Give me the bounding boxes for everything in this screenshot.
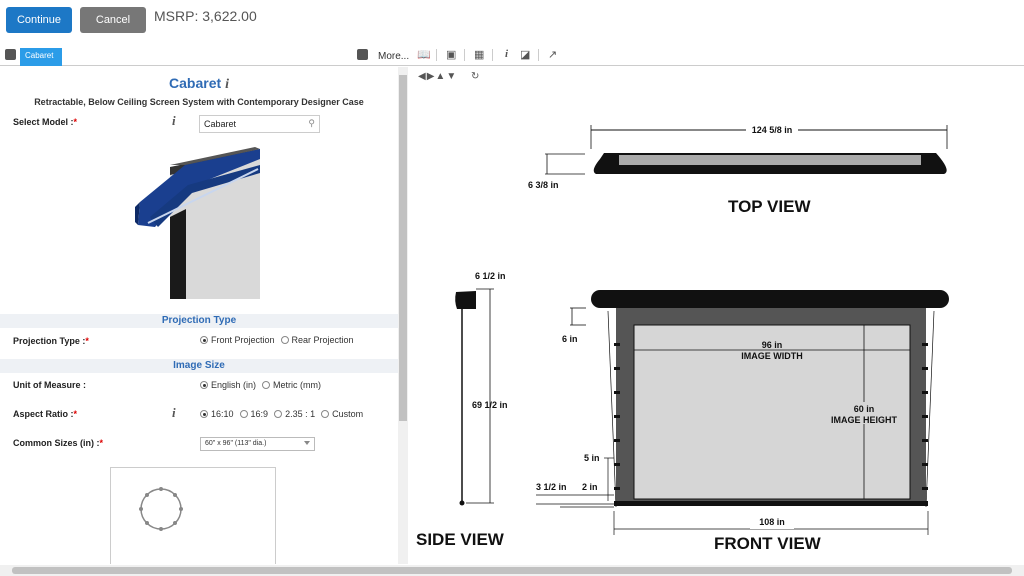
top-bar: Continue Cancel MSRP: 3,622.00: [0, 0, 1024, 44]
cancel-button[interactable]: Cancel: [80, 7, 146, 33]
top-view-label: TOP VIEW: [728, 197, 811, 216]
image-width-label: IMAGE WIDTH: [741, 351, 803, 361]
horizontal-scrollbar[interactable]: [0, 565, 1024, 576]
radio-2-35[interactable]: 2.35 : 1: [274, 409, 315, 419]
side-view-label: SIDE VIEW: [416, 530, 505, 549]
rotate-icon[interactable]: ↻: [471, 71, 481, 82]
front-drop-dim: 6 in: [562, 334, 578, 344]
product-info-icon[interactable]: i: [225, 77, 229, 92]
side-depth-dim: 6 1/2 in: [475, 271, 506, 281]
radio-front-projection[interactable]: Front Projection: [200, 335, 275, 345]
image-height-dim: 60 in: [854, 404, 875, 414]
external-link-icon[interactable]: ↗: [548, 49, 558, 61]
radio-metric[interactable]: Metric (mm): [262, 380, 321, 390]
arrow-down-icon[interactable]: ▼: [446, 71, 458, 82]
common-sizes-select[interactable]: 60" x 96" (113" dia.): [200, 437, 315, 451]
radio-16-10[interactable]: 16:10: [200, 409, 234, 419]
continue-button[interactable]: Continue: [6, 7, 72, 33]
side-height-dim: 69 1/2 in: [472, 400, 508, 410]
tab-cabaret[interactable]: Cabaret: [20, 48, 62, 66]
top-width-dim: 124 5/8 in: [752, 125, 793, 135]
model-search-value: Cabaret: [204, 119, 237, 129]
projection-type-options: Front Projection Rear Projection: [200, 335, 354, 345]
side-view: 6 1/2 in 69 1/2 in SIDE VIEW: [416, 271, 508, 549]
aspect-info-icon[interactable]: i: [172, 405, 176, 420]
arrow-left-icon[interactable]: ◀: [418, 71, 427, 82]
bottom-left-dim-a: 3 1/2 in: [536, 482, 567, 492]
radio-english[interactable]: English (in): [200, 380, 256, 390]
projection-type-header: Projection Type: [0, 314, 398, 328]
image-height-label: IMAGE HEIGHT: [831, 415, 898, 425]
image-icon[interactable]: ▣: [446, 49, 457, 61]
compare-icon[interactable]: ◪: [520, 49, 531, 61]
left-panel-scrollbar[interactable]: [398, 67, 408, 564]
product-subtitle: Retractable, Below Ceiling Screen System…: [34, 97, 364, 107]
unit-options: English (in) Metric (mm): [200, 380, 321, 390]
front-view: 6 in 96 in IMAGE WIDTH 60 in IMAGE HEIGH…: [536, 290, 949, 553]
toolbar-divider: [464, 49, 465, 61]
info-icon[interactable]: i: [505, 48, 509, 60]
scroll-thumb[interactable]: [12, 567, 1012, 574]
top-view: 124 5/8 in 6 3/8 in TOP VIEW: [528, 122, 948, 216]
total-width-dim: 108 in: [759, 517, 785, 527]
product-title: Cabaret i: [0, 75, 398, 93]
projection-type-label: Projection Type :*: [13, 336, 89, 346]
roll-diagram: [139, 487, 183, 531]
arrow-up-icon[interactable]: ▲: [435, 71, 447, 82]
model-info-icon[interactable]: i: [172, 113, 176, 128]
bottom-left-dim-b: 2 in: [582, 482, 598, 492]
unit-of-measure-label: Unit of Measure :: [13, 380, 87, 390]
radio-rear-projection[interactable]: Rear Projection: [280, 335, 354, 345]
common-sizes-label: Common Sizes (in) :*: [13, 438, 104, 448]
aspect-ratio-label: Aspect Ratio :*: [13, 409, 78, 419]
dimension-drawing: 124 5/8 in 6 3/8 in TOP VIEW 6 1/2 in 69…: [416, 122, 949, 553]
configurator-panel: Cabaret i Retractable, Below Ceiling Scr…: [0, 67, 398, 564]
border-bottom-dim: 5 in: [584, 453, 600, 463]
model-search-input[interactable]: Cabaret ⚲: [199, 115, 320, 133]
drawing-nav: ◀▶▲▼ ↻: [418, 71, 480, 82]
chevron-down-icon: [304, 441, 310, 445]
more-link[interactable]: More...: [378, 51, 410, 62]
radio-16-9[interactable]: 16:9: [239, 409, 268, 419]
product-image: [135, 147, 260, 299]
calendar-icon[interactable]: ▦: [474, 49, 485, 61]
toolbar-divider: [538, 49, 539, 61]
toolbar-divider: [492, 49, 493, 61]
product-title-text: Cabaret: [169, 75, 222, 91]
top-height-dim: 6 3/8 in: [528, 180, 559, 190]
msrp-price: MSRP: 3,622.00: [154, 8, 257, 24]
image-size-header: Image Size: [0, 359, 398, 373]
scroll-thumb[interactable]: [399, 75, 407, 421]
book-icon[interactable]: 📖: [417, 49, 431, 61]
image-width-dim: 96 in: [762, 340, 783, 350]
common-sizes-value: 60" x 96" (113" dia.): [205, 440, 267, 447]
tab-bar: Cabaret More... 📖 ▣ ▦ i ◪ ↗: [0, 44, 1024, 66]
radio-custom[interactable]: Custom: [321, 409, 363, 419]
collapse-left-icon[interactable]: [5, 49, 16, 60]
select-model-label: Select Model :*: [13, 117, 78, 127]
expand-right-icon[interactable]: [357, 49, 368, 60]
drawing-panel: ◀▶▲▼ ↻ 124 5/8 in 6 3/8 in TOP VIEW 6 1/…: [410, 67, 1024, 564]
toolbar-divider: [436, 49, 437, 61]
search-icon[interactable]: ⚲: [308, 118, 315, 128]
size-preview-box: [110, 467, 276, 564]
arrow-right-icon[interactable]: ▶: [426, 71, 436, 82]
aspect-ratio-options: 16:10 16:9 2.35 : 1 Custom: [200, 409, 363, 419]
front-view-label: FRONT VIEW: [714, 534, 822, 553]
